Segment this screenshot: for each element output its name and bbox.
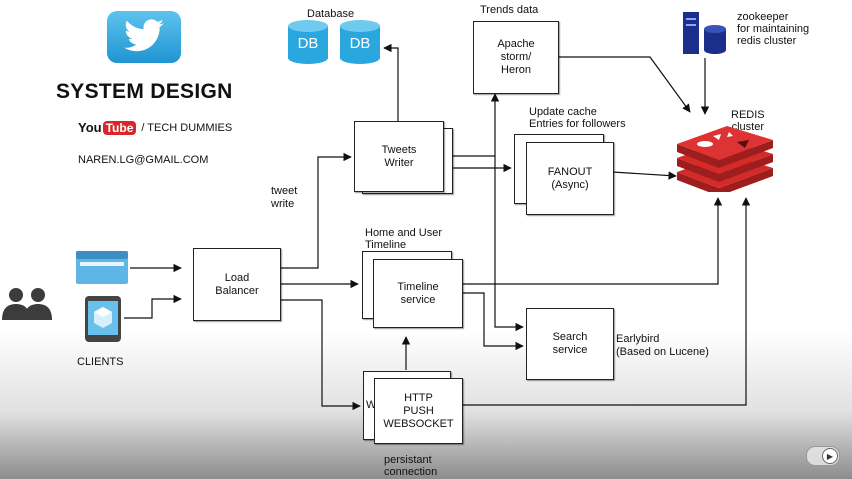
tweets-writer-line-2: Writer — [384, 156, 414, 169]
mobile-app-icon — [85, 296, 121, 342]
zookeeper-line-1: zookeeper — [737, 11, 789, 23]
http-push-line-3: WEBSOCKET — [383, 417, 454, 430]
database-label: Database — [307, 8, 355, 20]
search-service-box: Search service — [526, 308, 614, 380]
arrow-tweets-to-db — [383, 43, 399, 121]
database-icon — [287, 20, 381, 69]
zookeeper-label: zookeeper for maintaining redis cluster — [737, 11, 809, 47]
persistant-line-2: connection — [384, 466, 438, 478]
zookeeper-line-3: redis cluster — [737, 35, 797, 47]
play-icon[interactable]: ▶ — [822, 448, 838, 464]
update-cache-line-1: Update cache — [529, 106, 597, 118]
server-icon — [683, 12, 727, 61]
earlybird-label: Earlybird (Based on Lucene) — [616, 333, 709, 359]
db-label-2: DB — [349, 35, 371, 52]
arrow-timeline-to-redis — [462, 197, 723, 285]
fanout-box: FANOUT (Async) — [526, 142, 614, 215]
arrow-timeline-to-search — [462, 292, 524, 351]
arrow-lb-to-tweets-writer — [278, 152, 352, 269]
clients-label: CLIENTS — [77, 356, 124, 368]
redis-line-1: REDIS — [731, 109, 765, 121]
load-balancer-line-1: Load — [224, 271, 250, 284]
twitter-logo — [107, 11, 181, 63]
http-push-line-1: HTTP — [404, 391, 433, 404]
fanout-line-1: FANOUT — [547, 165, 593, 178]
author-email: NAREN.LG@GMAIL.COM — [78, 154, 209, 166]
search-line-1: Search — [552, 331, 588, 343]
apache-storm-line-1: Apache — [497, 38, 535, 50]
arrow-http-to-redis — [462, 197, 751, 406]
timeline-line-1: Timeline — [397, 280, 439, 293]
search-line-2: service — [552, 344, 588, 356]
channel-name: / TECH DUMMIES — [141, 121, 233, 134]
zookeeper-line-2: for maintaining — [737, 23, 810, 35]
fanout-line-2: (Async) — [551, 178, 589, 191]
arrow-tweets-to-storm — [452, 93, 500, 157]
tweet-write-label: tweet write — [271, 185, 297, 211]
youtube-channel: You Tube / TECH DUMMIES — [78, 120, 232, 135]
tweets-writer-line-1: Tweets — [381, 143, 417, 156]
arrow-storm-to-redis — [558, 56, 691, 113]
update-cache-line-2: Entries for followers — [529, 118, 626, 130]
apache-storm-line-3: Heron — [501, 64, 531, 76]
earlybird-line-1: Earlybird — [616, 333, 660, 345]
earlybird-line-2: (Based on Lucene) — [616, 346, 709, 358]
users-icon — [0, 286, 56, 327]
redis-stack-icon — [675, 122, 775, 197]
tweet-write-line-1: tweet — [271, 185, 298, 197]
home-user-timeline-line-1: Home and User — [365, 227, 443, 239]
arrow-mobile-to-lb — [124, 294, 182, 319]
update-cache-label: Update cache Entries for followers — [529, 106, 626, 130]
http-push-line-2: PUSH — [403, 404, 434, 417]
persistant-connection-label: persistant connection — [384, 454, 437, 478]
timeline-service-box: Timeline service — [373, 259, 463, 328]
video-play-toggle[interactable]: ▶ — [806, 446, 840, 466]
arrow-tweets-to-search — [494, 156, 524, 332]
arrow-fanout-to-redis — [611, 171, 677, 180]
trends-data-label: Trends data — [480, 4, 539, 16]
youtube-logo-tube: Tube — [102, 120, 137, 135]
http-push-box: HTTP PUSH WEBSOCKET — [374, 378, 463, 444]
home-user-timeline-label: Home and User Timeline — [365, 227, 442, 251]
load-balancer-box: Load Balancer — [193, 248, 281, 321]
tweet-write-line-2: write — [271, 198, 295, 210]
load-balancer-line-2: Balancer — [215, 284, 259, 297]
arrow-lb-to-http-push — [278, 299, 361, 411]
persistant-line-1: persistant — [384, 454, 432, 466]
http-push-back-letter: W — [366, 399, 377, 411]
db-label-1: DB — [297, 35, 319, 52]
tweets-writer-box: Tweets Writer — [354, 121, 444, 192]
home-user-timeline-line-2: Timeline — [365, 239, 407, 251]
apache-storm-box: Apache storm/ Heron — [473, 21, 559, 94]
page-title: SYSTEM DESIGN — [56, 80, 233, 103]
youtube-logo-you: You — [78, 120, 102, 135]
twitter-bird-icon — [124, 19, 164, 52]
apache-storm-line-2: storm/ — [500, 51, 532, 63]
connector-lines — [124, 43, 751, 411]
browser-icon — [76, 251, 128, 284]
timeline-line-2: service — [400, 293, 436, 306]
